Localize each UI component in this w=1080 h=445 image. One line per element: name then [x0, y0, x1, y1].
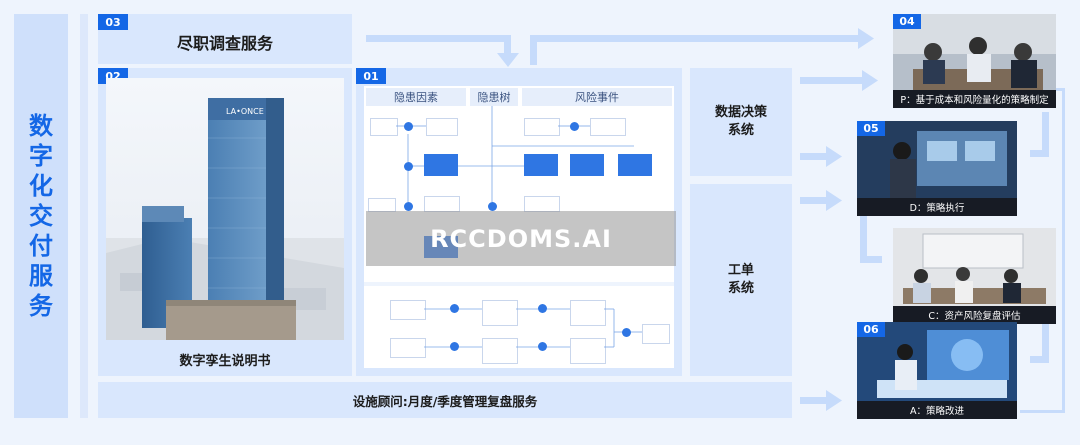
loop-line-2b	[860, 256, 882, 263]
card-act-caption: A：策略改进	[857, 401, 1017, 419]
flow-dot	[450, 304, 459, 313]
flow-divider	[364, 282, 674, 286]
card-do: 05 D：策略执行	[857, 121, 1017, 216]
flow-node	[590, 118, 626, 136]
loop-line-1	[1042, 112, 1049, 156]
loop-return-line	[1062, 88, 1065, 412]
step-number-05: 05	[857, 121, 885, 136]
step-number-06: 06	[857, 322, 885, 337]
due-diligence-label: 尽职调查服务	[176, 34, 273, 53]
column-header-hazard-tree: 隐患树	[470, 88, 518, 106]
left-title: 数字化交付服务	[29, 112, 53, 320]
card-plan: 04 P：基于成本和风险量化的策略制定	[893, 14, 1056, 108]
flow-dot	[450, 342, 459, 351]
flow-node	[370, 118, 398, 136]
flow-node	[390, 338, 426, 358]
due-diligence-box: 03 尽职调查服务	[98, 14, 352, 64]
arrow-right-head-04	[858, 28, 874, 49]
flow-node	[482, 300, 518, 326]
card-check: C：资产风险复盘评估	[893, 228, 1056, 324]
arrow-to-card-d-2	[800, 197, 828, 204]
loop-line-2	[860, 212, 867, 262]
digital-twin-box: 02	[98, 68, 352, 376]
data-decision-box: 数据决策系统	[690, 68, 792, 176]
flow-node	[482, 338, 518, 364]
flow-node	[390, 300, 426, 320]
flow-dot	[404, 122, 413, 131]
left-divider	[80, 14, 88, 418]
flow-dot	[622, 328, 631, 337]
digital-twin-label: 数字孪生说明书	[179, 354, 271, 369]
flow-node-highlight	[424, 154, 458, 176]
card-do-caption: D：策略执行	[857, 198, 1017, 216]
flow-dot	[570, 122, 579, 131]
card-plan-caption: P：基于成本和风险量化的策略制定	[893, 90, 1056, 108]
flow-node	[570, 338, 606, 364]
loop-line-3	[1042, 318, 1049, 362]
arrow-03-to-01-h	[366, 35, 510, 42]
flow-dot	[488, 202, 497, 211]
tower-sign: LA•ONCE	[226, 107, 264, 116]
loop-line-3b	[1030, 356, 1049, 363]
work-order-box: 工单系统	[690, 184, 792, 376]
flow-node	[524, 118, 560, 136]
arrow-right-head	[826, 146, 842, 167]
loop-return-bottom	[1020, 410, 1065, 413]
flow-node	[642, 324, 670, 344]
flow-connectors	[396, 106, 634, 202]
building-model-image: LA•ONCE	[106, 78, 344, 340]
card-act: 06 A：策略改进	[857, 322, 1017, 419]
arrow-right-head	[862, 70, 878, 91]
arrow-down-head-1	[497, 53, 519, 67]
step-number-04: 04	[893, 14, 921, 29]
column-header-hazard-factors: 隐患因素	[366, 88, 466, 106]
arrow-to-card-d	[800, 153, 828, 160]
flow-connectors-bottom	[424, 308, 642, 348]
step-number-03: 03	[98, 14, 128, 30]
flow-dot	[538, 342, 547, 351]
loop-line-1b	[1030, 150, 1049, 157]
arrow-03-to-01-v	[504, 35, 511, 55]
card-check-caption: C：资产风险复盘评估	[893, 306, 1056, 324]
watermark-overlay: RCCDOMS.AI	[366, 211, 676, 266]
arrow-up-to-04-v	[530, 35, 537, 65]
flow-node-highlight	[570, 154, 604, 176]
assessment-photo	[893, 228, 1056, 324]
arrow-to-card-p	[800, 77, 864, 84]
loop-return-top	[1054, 88, 1065, 91]
column-header-risk-events: 风险事件	[522, 88, 672, 106]
left-title-bar: 数字化交付服务	[14, 14, 68, 418]
facility-advisory-label: 设施顾问:月度/季度管理复盘服务	[352, 393, 538, 409]
work-order-label: 工单系统	[727, 263, 754, 296]
flow-dot	[404, 202, 413, 211]
flow-dot	[538, 304, 547, 313]
flow-node-highlight	[618, 154, 652, 176]
flow-node-highlight	[524, 154, 558, 176]
step-number-01: 01	[356, 68, 386, 84]
arrow-to-04-h	[530, 35, 860, 42]
arrow-right-head	[826, 190, 842, 211]
arrow-to-card-a	[800, 397, 828, 404]
flow-node	[426, 118, 458, 136]
data-decision-label: 数据决策系统	[714, 105, 767, 138]
arrow-right-head	[826, 390, 842, 411]
facility-advisory-bar: 设施顾问:月度/季度管理复盘服务	[98, 382, 792, 418]
flow-dot	[404, 162, 413, 171]
flow-node	[570, 300, 606, 326]
